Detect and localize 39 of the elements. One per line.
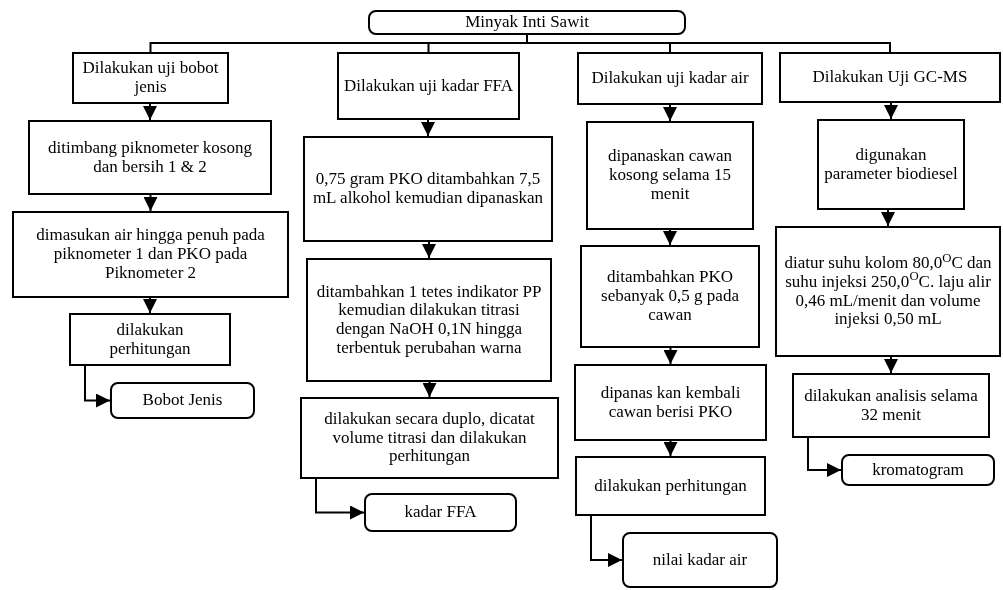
result-box: kadar FFA [364, 493, 517, 532]
process-box: dilakukan perhitungan [575, 456, 766, 516]
arrow [422, 381, 437, 398]
process-box: 0,75 gram PKO ditambahkan 7,5 mL alkohol kemudian dipanaskan [303, 136, 553, 242]
process-box: Dilakukan uji kadar FFA [337, 52, 520, 120]
process-box: diatur suhu kolom 80,0$^{O}$C dan suhu injeksi 250,0$^{O}$C. laju alir 0,46 mL/menit dan volume injeksi 0,50 mL [775, 226, 1001, 357]
process-box: dimasukan air hingga penuh pada piknometer 1 dan PKO pada Piknometer 2 [12, 211, 289, 298]
result-box: kromatogram [841, 454, 995, 486]
process-box: dilakukan secara duplo, dicatat volume titrasi dan dilakukan perhitungan [300, 397, 559, 479]
result-box: Bobot Jenis [110, 382, 255, 419]
arrow [663, 229, 677, 246]
arrow [143, 297, 157, 314]
arrow [143, 194, 158, 212]
process-box: Dilakukan Uji GC-MS [779, 52, 1001, 103]
process-box: ditimbang piknometer kosong dan bersih 1 & 2 [28, 120, 272, 195]
result-box: nilai kadar air [622, 532, 778, 588]
arrow [84, 365, 111, 408]
arrow [315, 478, 365, 520]
arrow [663, 347, 678, 365]
process-box: digunakan parameter biodiesel [817, 119, 965, 210]
process-box: ditambahkan PKO sebanyak 0,5 g pada cawan [580, 245, 760, 348]
process-box: Dilakukan uji kadar air [577, 52, 763, 105]
process-box: Dilakukan uji bobot jenis [72, 52, 229, 104]
arrow [884, 356, 898, 374]
process-box: dipanas kan kembali cawan berisi PKO [574, 364, 767, 441]
arrow [881, 209, 895, 227]
result-box: Minyak Inti Sawit [368, 10, 686, 35]
process-box: dipanaskan cawan kosong selama 15 menit [586, 121, 754, 230]
arrow [590, 515, 623, 567]
process-box: dilakukan analisis selama 32 menit [792, 373, 990, 438]
arrow [143, 103, 157, 121]
arrow [663, 440, 678, 457]
process-box: dilakukan perhitungan [69, 313, 231, 366]
arrow [884, 102, 898, 120]
process-box: ditambahkan 1 tetes indikator PP kemudian dilakukan titrasi dengan NaOH 0,1N hingga terbentuk perubahan warna [306, 258, 552, 382]
arrow [807, 437, 842, 477]
arrow [421, 119, 435, 137]
arrow [422, 241, 436, 259]
arrow [663, 104, 677, 122]
